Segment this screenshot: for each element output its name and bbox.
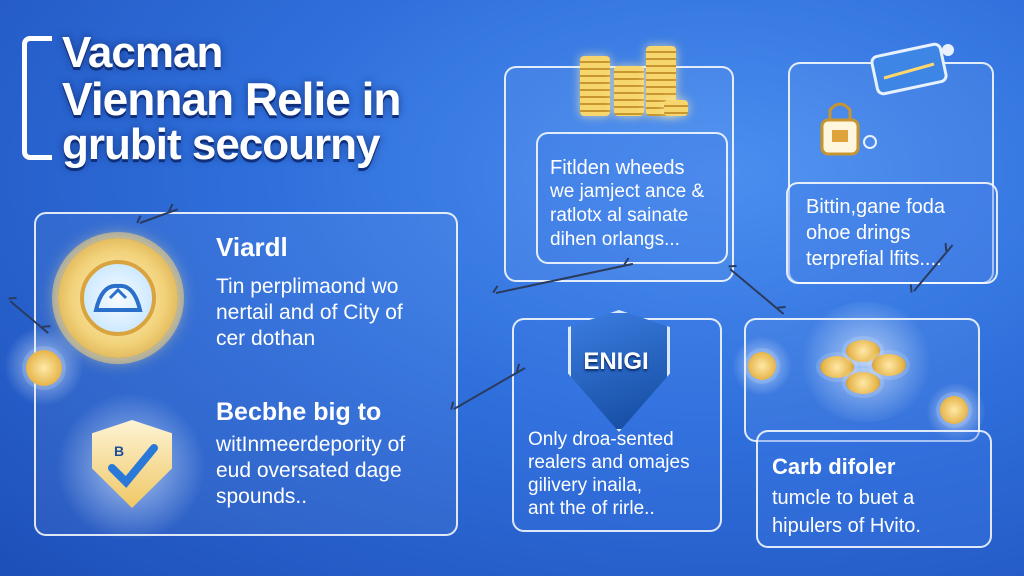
middle-line-1: Only droa-sented <box>528 429 674 450</box>
left-section-2-line-2: eud oversated dage <box>216 459 402 482</box>
left-section-1-line-2: nertail and of City of <box>216 301 403 324</box>
title-bracket <box>22 36 52 160</box>
coins-icon <box>820 356 854 378</box>
connector-3 <box>729 268 785 315</box>
coin-3 <box>872 354 906 376</box>
left-section-2-body: witInmeerdepority of eud oversated dage … <box>216 432 452 510</box>
badge-center <box>80 260 156 336</box>
bottom-right-line-2: hipulers of Hvito. <box>772 515 921 537</box>
left-section-1-line-1: Tin perplimaond wo <box>216 275 399 298</box>
top-middle-card <box>536 132 728 264</box>
bottom-right-card <box>756 430 992 548</box>
coin-4 <box>846 372 880 394</box>
top-middle-line-4: dihen orlangs... <box>550 229 680 250</box>
shield-label: ENIGI <box>583 348 649 375</box>
left-section-2-heading: Becbhe big to <box>216 398 382 426</box>
top-middle-line-3: ratlotx al sainate <box>550 205 689 226</box>
bottom-right-heading: Carb difoler <box>772 454 896 479</box>
coin-stack-2 <box>614 66 644 116</box>
top-middle-text: Fitlden wheeds we jamject ance & ratlotx… <box>550 156 720 252</box>
coins-glow <box>796 302 936 422</box>
left-section-1: Viardl <box>216 232 446 263</box>
coin-2 <box>846 340 880 362</box>
padlock-tag-icon <box>820 102 877 156</box>
bottom-right-text: Carb difoler tumcle to buet a hipulers o… <box>772 454 986 540</box>
left-section-1-line-3: cer dothan <box>216 327 316 350</box>
title-line-2: Viennan Relie in <box>62 73 401 125</box>
middle-line-4: ant the of rirle.. <box>528 498 655 519</box>
top-middle-line-1: Fitlden wheeds <box>550 157 685 179</box>
top-right-card <box>786 182 998 284</box>
left-section-1-heading: Viardl <box>216 232 288 262</box>
top-right-text: Bittin,gane foda ohoe drings terprefial … <box>806 194 996 272</box>
top-right-line-3: terprefial lfits.... <box>806 248 942 270</box>
bottom-right-line-1: tumcle to buet a <box>772 487 915 509</box>
wallet-icon <box>870 42 954 96</box>
top-right-line-2: ohoe drings <box>806 222 911 244</box>
left-section-1-body: Tin perplimaond wo nertail and of City o… <box>216 274 452 352</box>
top-right-line-1: Bittin,gane foda <box>806 196 945 218</box>
title-line-3: grubit secourny <box>62 120 381 169</box>
page-title: Vacman Viennan Relie in grubit secourny <box>62 30 502 168</box>
svg-text:B: B <box>114 443 124 459</box>
padlock-icon <box>26 350 62 386</box>
left-section-2-line-3: spounds.. <box>216 485 308 508</box>
dome-icon <box>93 283 143 312</box>
left-section-2: Becbhe big to <box>216 398 452 427</box>
middle-card-text: Only droa-sented realers and omajes gili… <box>528 428 716 520</box>
top-middle-line-2: we jamject ance & <box>550 181 705 202</box>
coin-stack-icon <box>580 56 610 116</box>
gear-small-icon-1 <box>748 352 776 380</box>
top-right-frame <box>788 62 994 284</box>
checkmark-icon: B <box>108 443 158 488</box>
middle-line-2: realers and omajes <box>528 452 690 473</box>
coin-stack-4 <box>664 100 688 116</box>
title-line-1: Vacman <box>62 28 223 77</box>
left-section-2-line-1: witInmeerdepority of <box>216 433 406 456</box>
middle-line-3: gilivery inaila, <box>528 475 643 496</box>
gear-small-icon-2 <box>940 396 968 424</box>
